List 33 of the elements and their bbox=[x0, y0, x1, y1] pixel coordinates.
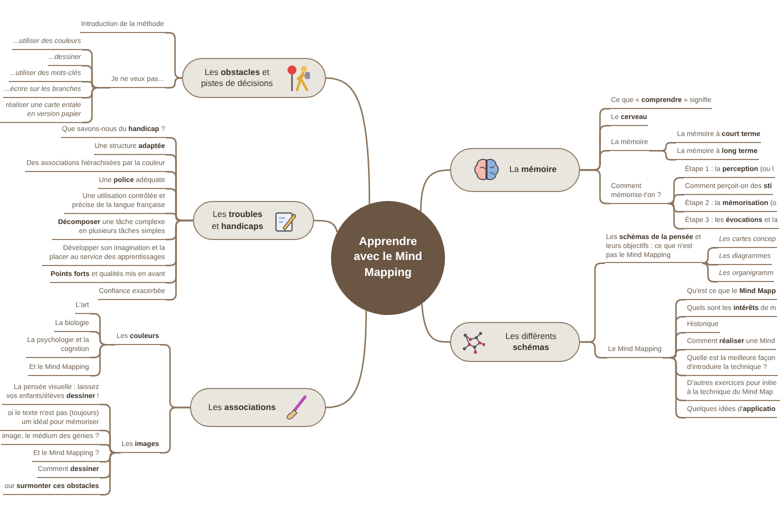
branch-line bbox=[165, 77, 182, 88]
topic-label: Les obstacles et pistes de décisions bbox=[200, 66, 274, 90]
branch-line bbox=[90, 344, 116, 376]
central-topic-label: Apprendre avec le Mind Mapping bbox=[352, 234, 424, 281]
topic-label: Les différents schémas bbox=[504, 330, 558, 354]
branch-line bbox=[165, 32, 182, 79]
branch-line bbox=[580, 169, 610, 204]
branch-line bbox=[326, 310, 367, 408]
branch-line bbox=[648, 150, 676, 160]
topic-pill bbox=[193, 201, 314, 240]
topic-label: Les troubles et handicaps bbox=[210, 209, 264, 232]
branch-line bbox=[326, 77, 370, 204]
branch-line bbox=[314, 220, 338, 232]
branch-line bbox=[667, 202, 684, 230]
branch-line bbox=[420, 169, 450, 212]
topic-pill bbox=[190, 388, 326, 427]
branch-line bbox=[701, 247, 718, 264]
topic-label: La mémoire bbox=[509, 164, 557, 176]
branch-line bbox=[82, 87, 110, 124]
branch-line bbox=[667, 177, 684, 204]
branch-line bbox=[421, 304, 450, 343]
branch-line bbox=[100, 452, 121, 496]
branch-line bbox=[580, 341, 607, 358]
topic-label: Les associations bbox=[208, 402, 276, 414]
branch-line bbox=[160, 406, 190, 454]
branch-line bbox=[703, 262, 718, 266]
branch-line bbox=[166, 220, 193, 300]
topic-pill bbox=[450, 148, 580, 192]
branch-line bbox=[668, 194, 684, 204]
topic-pill bbox=[450, 322, 580, 362]
topic-pill bbox=[182, 58, 326, 98]
branch-line bbox=[701, 262, 718, 282]
branch-line bbox=[662, 357, 686, 418]
